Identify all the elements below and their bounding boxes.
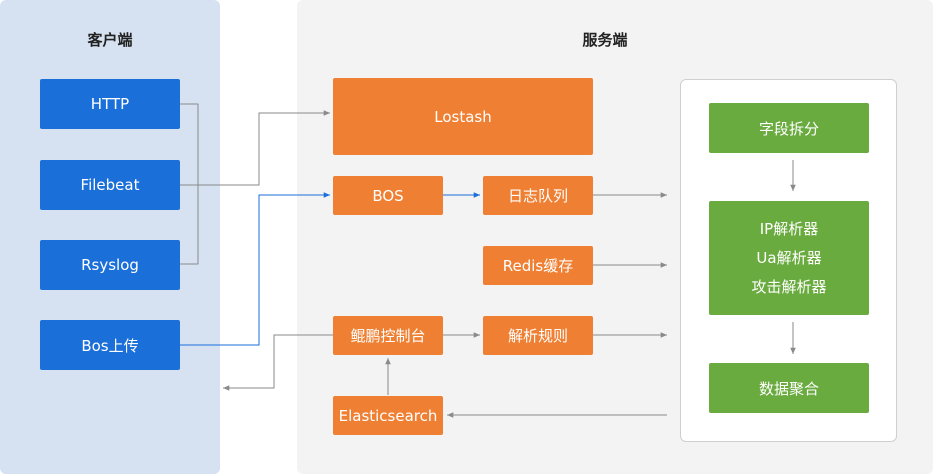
redis-cache-node: Redis缓存 [483,246,593,285]
ip-parser-label: IP解析器 [759,219,819,238]
lostash-node: Lostash [333,78,593,155]
bos-upload-node: Bos上传 [40,320,180,370]
ua-parser-label: Ua解析器 [756,248,822,267]
filebeat-node: Filebeat [40,160,180,210]
server-panel-title: 服务端 [582,31,628,49]
field-split-node: 字段拆分 [709,103,869,153]
http-node: HTTP [40,79,180,129]
parsers-node: IP解析器 Ua解析器 攻击解析器 [709,201,869,315]
elasticsearch-node: Elasticsearch [333,396,443,435]
client-panel [0,0,220,474]
data-aggregation-node: 数据聚合 [709,363,869,413]
attack-parser-label: 攻击解析器 [751,277,827,296]
parse-rules-node: 解析规则 [483,316,593,355]
client-panel-title: 客户端 [87,31,133,49]
control-console-node: 鲲鹏控制台 [333,316,443,355]
rsyslog-node: Rsyslog [40,240,180,290]
log-queue-node: 日志队列 [483,176,593,215]
bos-node: BOS [333,176,443,215]
